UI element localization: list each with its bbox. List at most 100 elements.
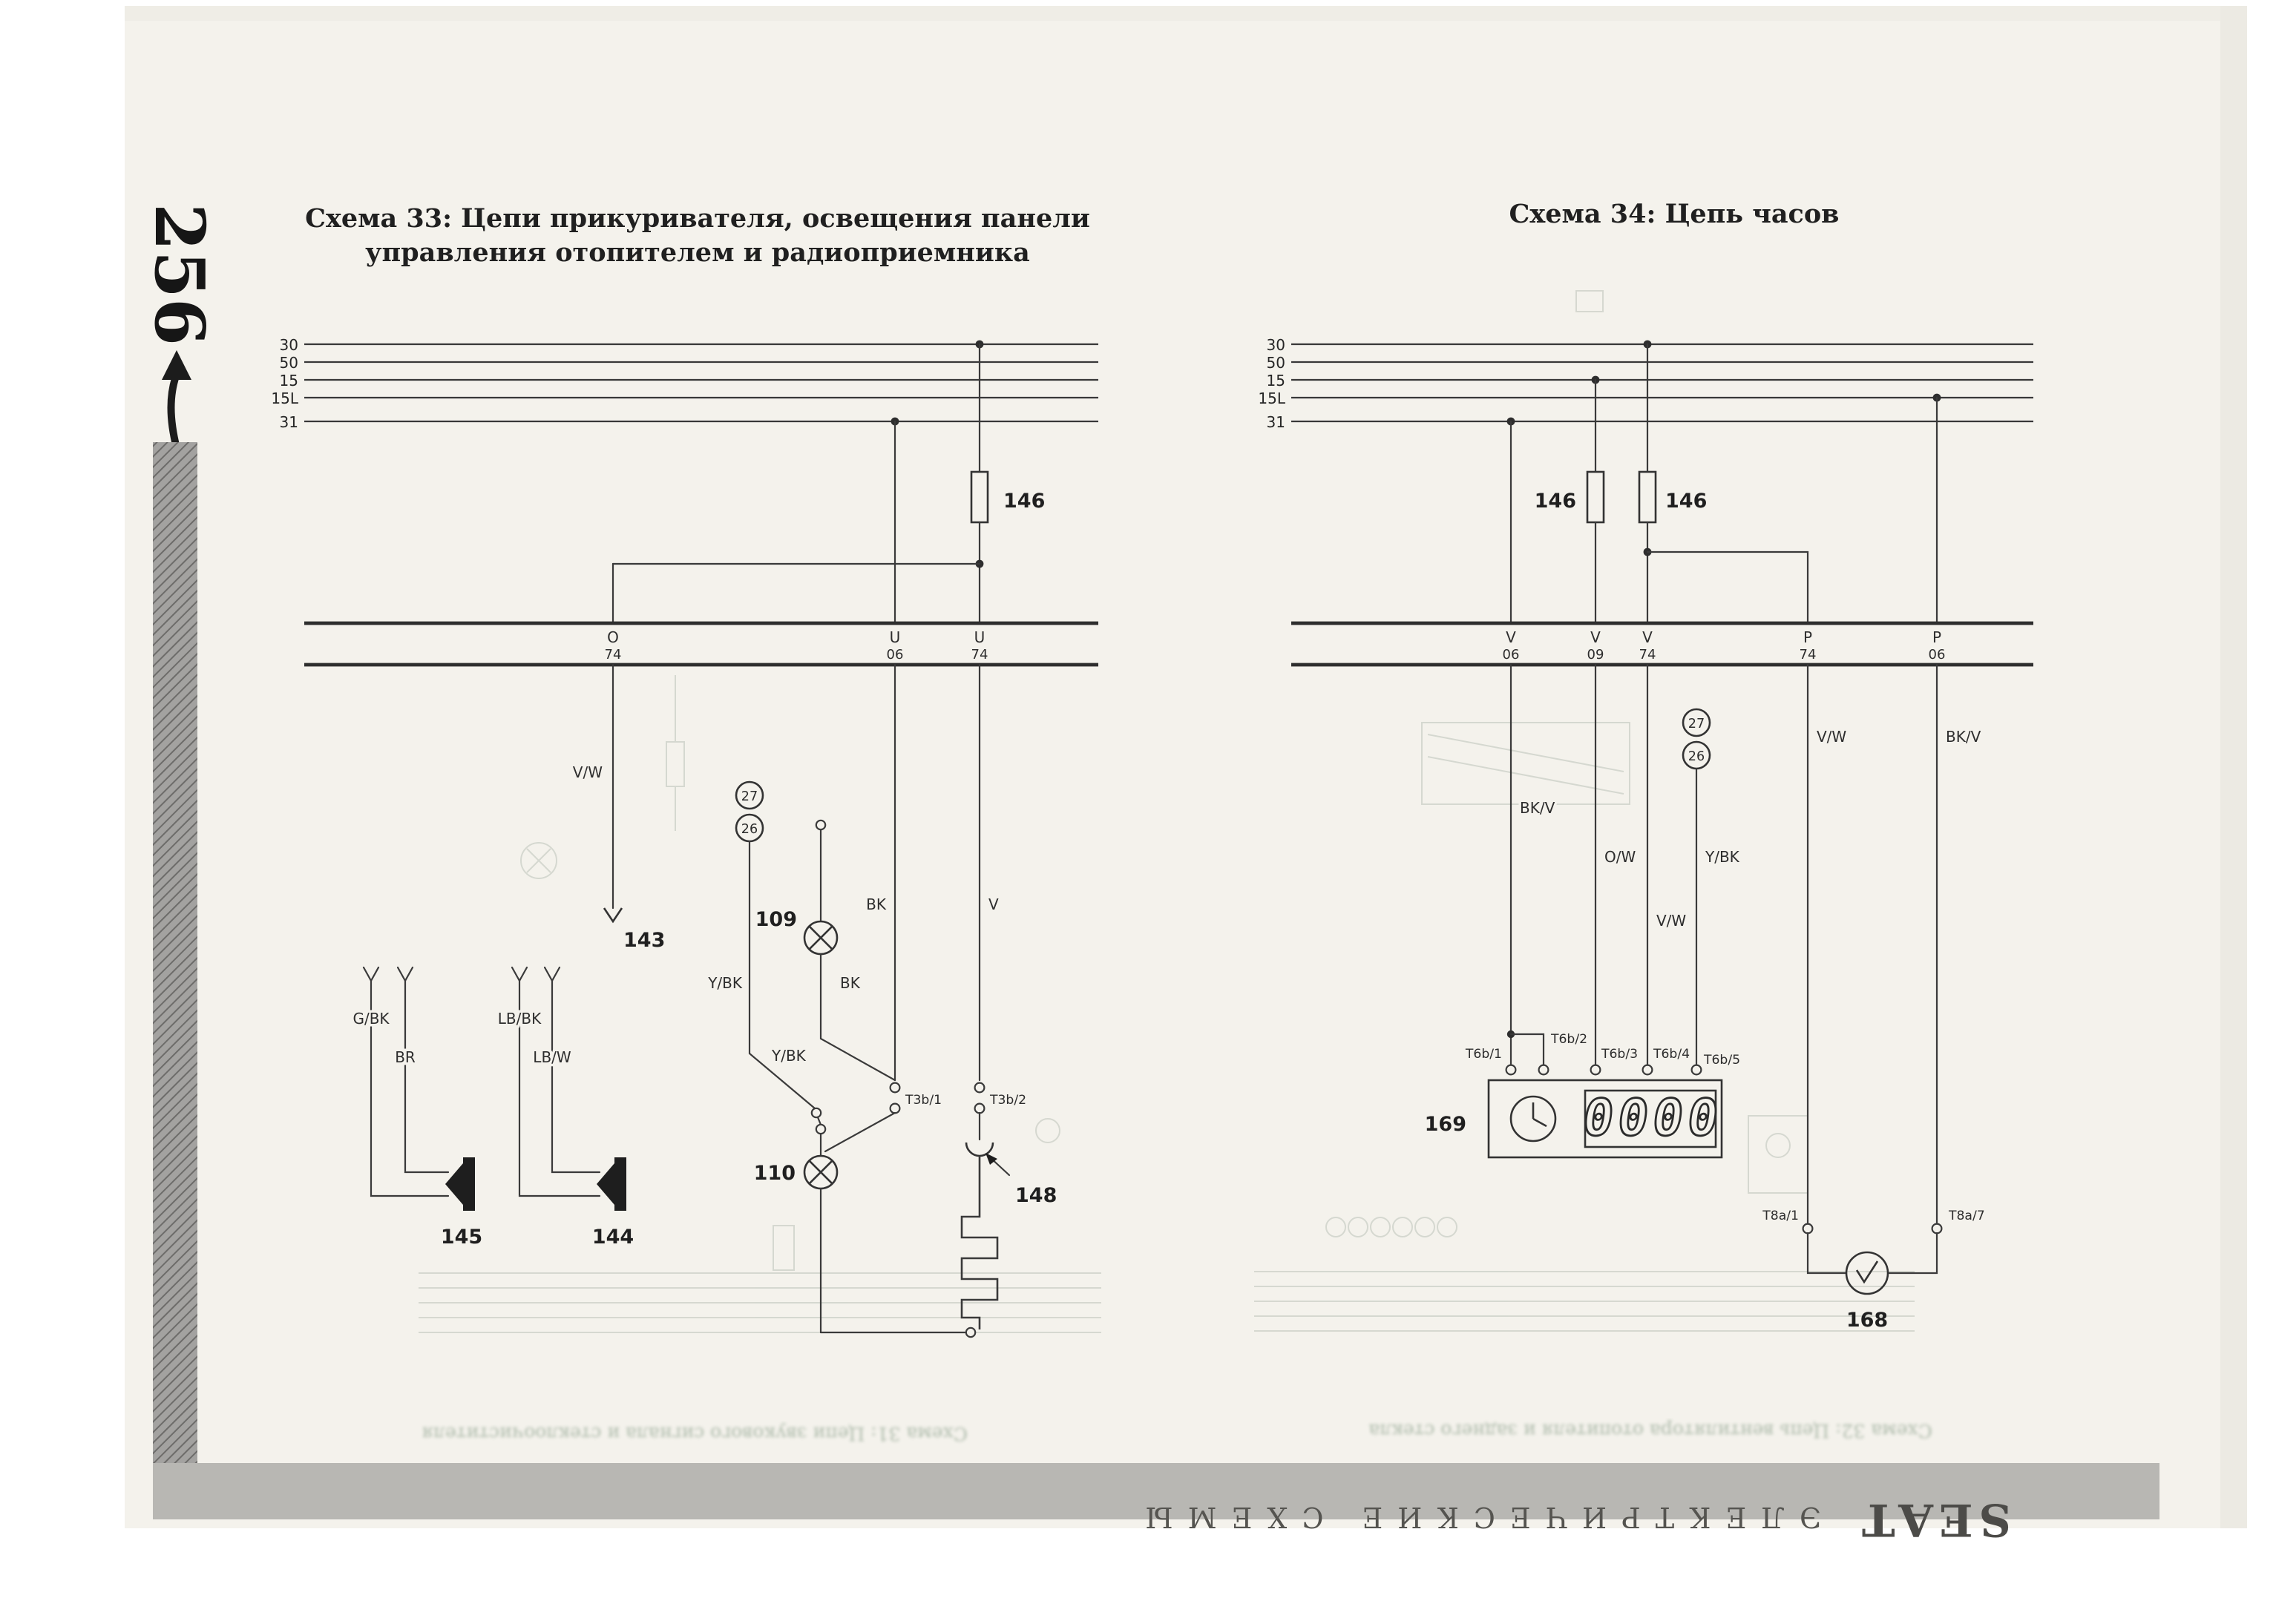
- component-144-label: 144: [592, 1226, 634, 1249]
- bus-label-31: 31: [280, 413, 298, 431]
- rail-term-number: 06: [887, 647, 904, 663]
- bus-label-15L: 15L: [271, 389, 298, 407]
- rail-term-number: 06: [1503, 647, 1520, 663]
- connector-end-icon: [603, 907, 623, 924]
- wire-color-ybk2: Y/BK: [771, 1047, 807, 1065]
- page-number: 256: [140, 203, 220, 346]
- fuse-146-right: [1638, 470, 1657, 524]
- pin-27: 27: [741, 789, 758, 804]
- terminal-t3b1: T3b/1: [905, 1093, 942, 1108]
- bus-lines-33: 30 50 15 15L 31: [271, 336, 1098, 431]
- wire-color-ybk1: Y/BK: [707, 974, 743, 992]
- component-168-label: 168: [1846, 1309, 1888, 1332]
- rail-term-letter: U: [890, 628, 901, 646]
- bus-label-30: 30: [280, 336, 298, 354]
- pin-26: 26: [741, 822, 758, 837]
- component-169-label: 169: [1425, 1113, 1466, 1136]
- rail-term-letter: P: [1932, 628, 1941, 646]
- bus-label-50: 50: [280, 354, 298, 372]
- terminal-t8a1: T8a/1: [1762, 1209, 1799, 1223]
- bus-lines-34: 30 50 15 15L 31: [1258, 336, 2033, 431]
- diagram-33-title-line1: Схема 33: Цепи прикуривателя, освещения …: [305, 203, 1090, 234]
- digital-display: 0000: [1579, 1089, 1727, 1148]
- wire-color-bkv1: BK/V: [1520, 799, 1555, 817]
- diagram-34: Схема 32: Цепь вентилятора отопителя и з…: [1254, 199, 2033, 1441]
- connector-pins-27-26: 27 26: [1682, 708, 1711, 770]
- rail-term-number: 74: [1800, 647, 1817, 663]
- wire-color-vw1: V/W: [1656, 912, 1686, 930]
- paper-top-edge: [125, 6, 2247, 21]
- paper: [125, 6, 2247, 1528]
- terminal-t6b2: T6b/2: [1550, 1032, 1587, 1047]
- wire-color-bkv2: BK/V: [1946, 728, 1981, 746]
- ghost-bleedthrough-left: [419, 675, 1101, 1333]
- terminal-t3b2: T3b/2: [989, 1093, 1026, 1108]
- terminal-t6b5: T6b/5: [1703, 1053, 1740, 1068]
- wire-color-bk2: BK: [840, 974, 861, 992]
- bus-label-15L: 15L: [1258, 389, 1285, 407]
- page-number-block: 256: [140, 203, 220, 450]
- footer-brand: SEAT: [1856, 1493, 2011, 1545]
- diagram-34-title: Схема 34: Цепь часов: [1509, 199, 1840, 229]
- clock-168-icon: [1845, 1251, 1889, 1295]
- ghost-text-left: Схема 31: Цепи звукового сигнала и стекл…: [422, 1423, 968, 1444]
- wire-color-ow: O/W: [1604, 848, 1636, 866]
- footer-section-title: ЭЛЕКТРИЧЕСКИЕ СХЕМЫ: [1130, 1501, 1821, 1533]
- bus-label-50: 50: [1267, 354, 1285, 372]
- fuse-146-label: 146: [1003, 490, 1045, 513]
- wire-color-ybk: Y/BK: [1705, 848, 1740, 866]
- footer-bar: SEAT ЭЛЕКТРИЧЕСКИЕ СХЕМЫ: [153, 1463, 2159, 1545]
- wire-color-gbk: G/BK: [352, 1010, 390, 1028]
- terminal-t6b1: T6b/1: [1465, 1047, 1502, 1062]
- terminal-t6b4: T6b/4: [1653, 1047, 1690, 1062]
- diagram-33: Схема 31: Цепи звукового сигнала и стекл…: [271, 203, 1101, 1444]
- rail-term-number: 74: [605, 647, 622, 663]
- connector-pins-27-26: 27 26: [735, 780, 764, 843]
- footer-bar-bg: [153, 1463, 2159, 1519]
- wire-color-v: V: [988, 895, 999, 913]
- diagram-33-title-line2: управления отопителем и радиоприемника: [365, 237, 1030, 268]
- pin-26: 26: [1688, 749, 1705, 764]
- component-145-label: 145: [441, 1226, 482, 1249]
- arrow-shaft: [167, 372, 180, 450]
- wire-color-lbw: LB/W: [533, 1048, 571, 1066]
- rail-term-number: 74: [1639, 647, 1656, 663]
- rail-term-number: 74: [971, 647, 988, 663]
- left-hatch-strip: [153, 442, 197, 1493]
- component-109-label: 109: [755, 908, 797, 931]
- bus-label-31: 31: [1267, 413, 1285, 431]
- fuse-146-left: [1586, 470, 1605, 524]
- terminal-t8a7: T8a/7: [1948, 1209, 1985, 1223]
- cigarette-lighter-148-icon: [960, 1111, 1011, 1329]
- rail-term-number: 09: [1587, 647, 1604, 663]
- pin-27: 27: [1688, 717, 1705, 732]
- bus-label-15: 15: [280, 372, 298, 389]
- paper-right-edge: [2220, 6, 2247, 1528]
- wire-color-lbbk: LB/BK: [498, 1010, 542, 1028]
- component-148-label: 148: [1015, 1184, 1057, 1207]
- clock-module-169: 0000: [1487, 1079, 1728, 1159]
- rail-term-letter: V: [1642, 628, 1653, 646]
- ghost-text-right: Схема 32: Цепь вентилятора отопителя и з…: [1368, 1420, 1932, 1441]
- rail-term-letter: U: [974, 628, 985, 646]
- rail-term-letter: P: [1803, 628, 1812, 646]
- speaker-branch: G/BK BR LB/BK LB/W 145 144: [350, 966, 634, 1249]
- fuse-146-left-label: 146: [1535, 490, 1576, 513]
- fuse-146: [970, 470, 989, 524]
- component-110-label: 110: [754, 1162, 796, 1185]
- component-143-label: 143: [623, 929, 665, 952]
- terminal-t6b3: T6b/3: [1601, 1047, 1638, 1062]
- bus-label-30: 30: [1267, 336, 1285, 354]
- wire-color-br: BR: [395, 1048, 416, 1066]
- up-arrow-icon: [162, 350, 191, 380]
- wire-color-vw2: V/W: [1817, 728, 1846, 746]
- wire-color-bk: BK: [866, 895, 887, 913]
- rail-term-letter: O: [607, 628, 619, 646]
- rail-term-letter: V: [1506, 628, 1516, 646]
- speaker-144-icon: [597, 1157, 626, 1211]
- wire-color-vw: V/W: [573, 763, 603, 781]
- fuse-146-right-label: 146: [1665, 490, 1707, 513]
- rail-term-number: 06: [1929, 647, 1946, 663]
